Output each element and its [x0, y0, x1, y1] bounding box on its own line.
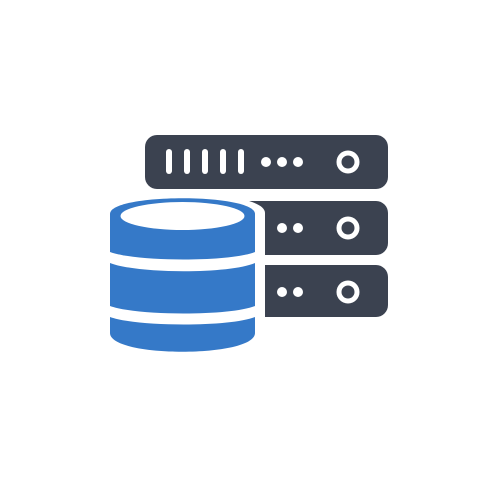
status-dot-icon — [261, 157, 271, 167]
drive-slot-icon — [238, 149, 244, 174]
status-dot-icon — [277, 157, 287, 167]
status-dot-icon — [277, 223, 287, 233]
power-button-icon — [336, 150, 360, 174]
drive-slot-icon — [184, 149, 190, 174]
status-dot-icon — [293, 157, 303, 167]
drive-slot-icon — [202, 149, 208, 174]
database-segment-middle — [110, 263, 255, 314]
server-unit-top — [145, 135, 388, 189]
database-lid — [120, 202, 245, 230]
power-button-icon — [336, 216, 360, 240]
database-cylinder — [98, 193, 265, 356]
status-dot-icon — [293, 223, 303, 233]
status-dot-icon — [277, 287, 287, 297]
power-button-icon — [336, 280, 360, 304]
database-segment-bottom — [110, 317, 255, 352]
drive-slot-icon — [220, 149, 226, 174]
status-dot-icon — [293, 287, 303, 297]
drive-slot-icon — [166, 149, 172, 174]
